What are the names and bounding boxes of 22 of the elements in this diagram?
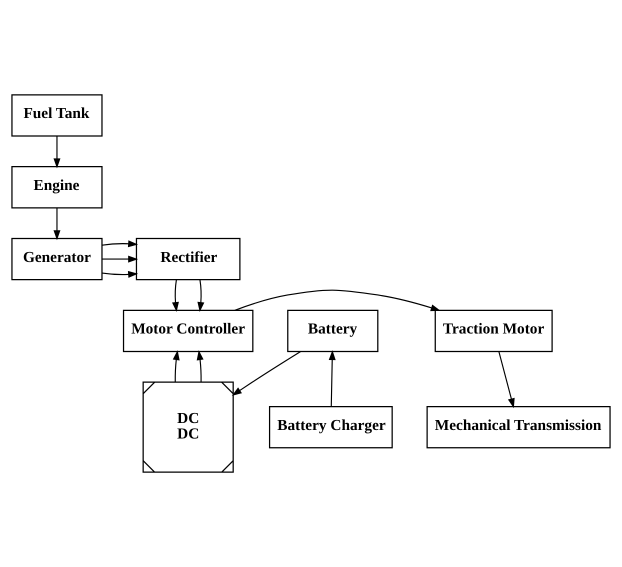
node-box: Traction Motor [434, 310, 553, 352]
arrow [232, 351, 301, 396]
arrow [234, 290, 441, 312]
arrow [102, 270, 138, 278]
node-box: Fuel Tank [11, 94, 103, 137]
node-box: Battery Charger [268, 406, 393, 448]
arrow [172, 350, 180, 382]
arrow [102, 256, 138, 263]
arrow [498, 352, 515, 408]
arrow [53, 208, 60, 240]
node-box: Mechanical Transmission [426, 406, 611, 448]
arrow [102, 240, 138, 248]
arrow [197, 280, 204, 312]
node-box: Motor Controller [122, 310, 254, 352]
arrow [328, 350, 336, 407]
node-box: Rectifier [136, 238, 241, 280]
node-box: Generator [11, 238, 103, 280]
arrow [53, 136, 60, 168]
arrow [196, 350, 204, 382]
node-box: Battery [287, 310, 378, 352]
node-box: Engine [11, 166, 103, 208]
arrow [172, 280, 179, 312]
